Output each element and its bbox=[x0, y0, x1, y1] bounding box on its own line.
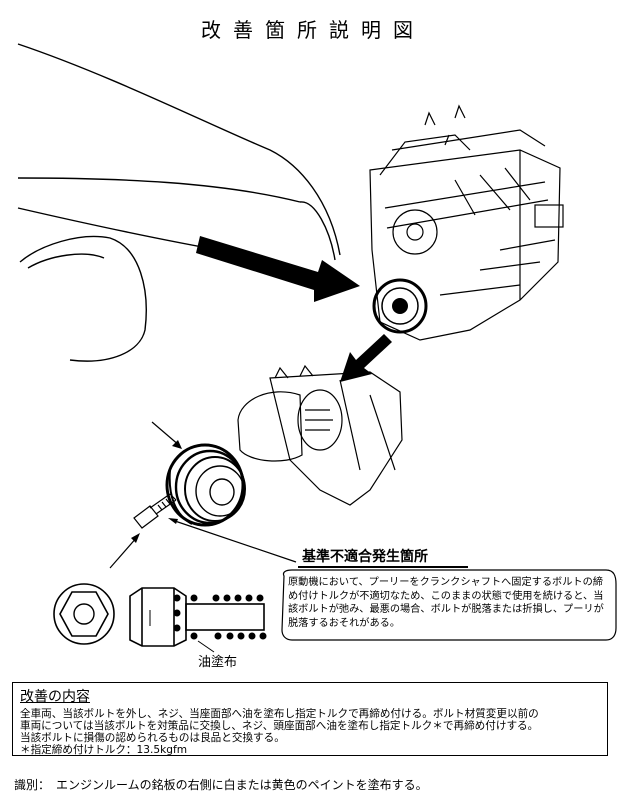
identification-text: エンジンルームの銘板の右側に白または黄色のペイントを塗布する。 bbox=[56, 778, 428, 792]
remedy-box bbox=[12, 682, 608, 756]
pulley-closeup bbox=[165, 443, 246, 527]
page-title: 改善箇所説明図 bbox=[201, 18, 425, 42]
callout-bubble bbox=[281, 569, 617, 641]
remedy-line-2: 車両については当該ボルトを対策品に交換し、ネジ、頭座面部へ油を塗布し指定トルク＊… bbox=[20, 720, 539, 732]
engine-block bbox=[369, 104, 564, 341]
engine-pulley-outer bbox=[372, 278, 428, 334]
identification-note: 識別： エンジンルームの銘板の右側に白または黄色のペイントを塗布する。 bbox=[14, 776, 428, 793]
defect-location-label: 基準不適合発生箇所 bbox=[302, 549, 428, 565]
remedy-heading: 改善の内容 bbox=[20, 689, 90, 705]
bolt-end-view bbox=[53, 583, 115, 645]
lower-engine-closeup bbox=[237, 364, 403, 506]
oil-dots bbox=[173, 594, 267, 640]
identification-label: 識別： bbox=[14, 778, 51, 792]
engine-pulley-hub bbox=[392, 298, 408, 314]
arrow-down bbox=[340, 334, 392, 382]
remedy-body: 全車両、当該ボルトを外し、ネジ、当座面部へ油を塗布し指定トルクで再締め付ける。ボ… bbox=[20, 708, 610, 756]
engine-pulley-mid bbox=[381, 287, 419, 325]
arrow-to-engine bbox=[196, 236, 360, 302]
remedy-line-4: ＊指定締め付けトルク：13.5kgfm bbox=[20, 744, 188, 756]
remedy-line-1: 全車両、当該ボルトを外し、ネジ、当座面部へ油を塗布し指定トルクで再締め付ける。ボ… bbox=[20, 708, 539, 720]
remedy-line-3: 当該ボルトに損傷の認められるものは良品と交換する。 bbox=[20, 732, 285, 744]
defect-description: 原動機において、プーリーをクランクシャフトへ固定するボルトの締め付けトルクが不適… bbox=[288, 577, 604, 629]
small-bolt bbox=[133, 493, 177, 529]
defect-label-underline bbox=[298, 566, 468, 568]
oil-application-label: 油塗布 bbox=[198, 655, 238, 670]
car-outline bbox=[17, 43, 341, 362]
